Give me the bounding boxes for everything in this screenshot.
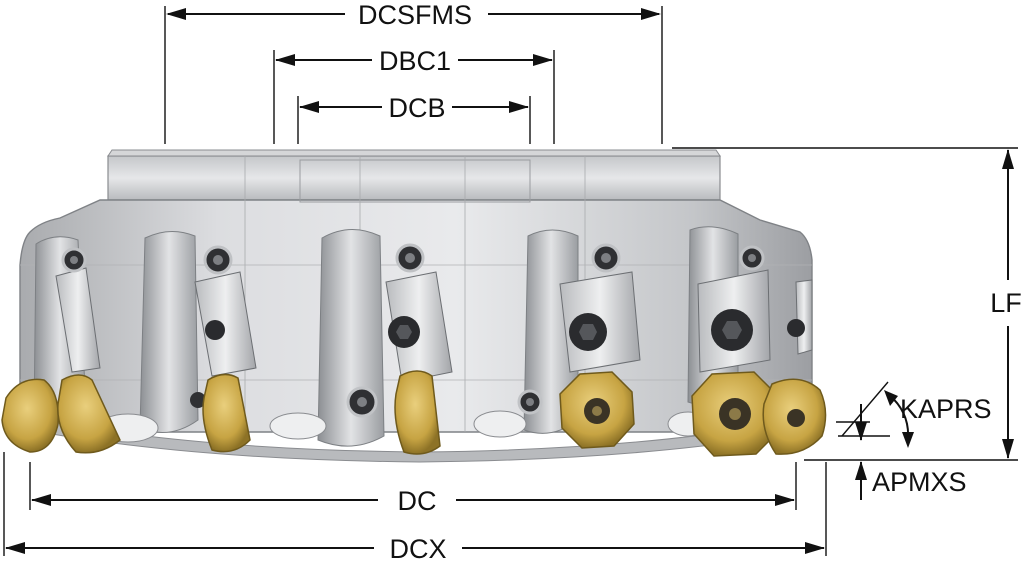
dimension-lines [3,6,1018,556]
dimension-label-lf: LF [990,288,1022,318]
insert-screw [190,392,206,408]
hex-screw [205,320,225,340]
insert-screw [517,389,543,415]
chip-pocket [139,231,199,433]
coolant-hole [473,410,527,438]
cutting-insert-side [57,374,121,454]
coolant-hole [269,412,327,440]
hub-keyway [299,159,531,203]
clamp-screw [61,247,87,273]
cutting-insert-side [394,370,441,455]
cutting-inserts [1,370,827,457]
dimension-label-dbc1: DBC1 [379,46,451,76]
dimension-dcsfms: DCSFMS [166,0,661,30]
dimension-lf: LF [990,149,1022,459]
cutter-hub [107,155,721,201]
dimension-label-dc: DC [398,486,437,516]
dimension-label-dcb: DCB [388,93,445,123]
clamp-wedge [194,271,257,377]
dimension-label-kaprs: KAPRS [900,394,992,424]
dimension-label-dcsfms: DCSFMS [358,0,472,30]
cutting-insert-front [559,371,635,449]
clamp-screw [203,245,233,275]
hub-top-face [107,149,721,157]
dimension-apmxs: APMXS [836,404,967,500]
dimension-dcx: DCX [5,534,825,563]
dimension-dcb: DCB [299,93,529,123]
hex-screw [787,319,805,337]
cutting-insert-side [1,378,59,453]
insert-clamps [55,243,813,418]
hex-screw [711,309,753,351]
dimension-dc: DC [31,486,795,516]
dimension-kaprs: KAPRS [838,381,992,448]
insert-screw [346,386,378,418]
dimension-label-dcx: DCX [389,534,446,563]
hex-screw [388,316,420,348]
dimension-label-apmxs: APMXS [872,467,967,497]
cutting-insert-front [691,371,779,457]
clamp-screw [395,243,425,273]
clamp-wedge [795,279,813,355]
dimension-dbc1: DBC1 [275,46,553,76]
clamp-screw [739,245,765,271]
cutting-insert-side [202,373,251,453]
cutting-insert-front [762,378,827,455]
chip-pocket [317,229,385,447]
hex-screw [569,313,607,351]
clamp-screw [591,243,621,273]
